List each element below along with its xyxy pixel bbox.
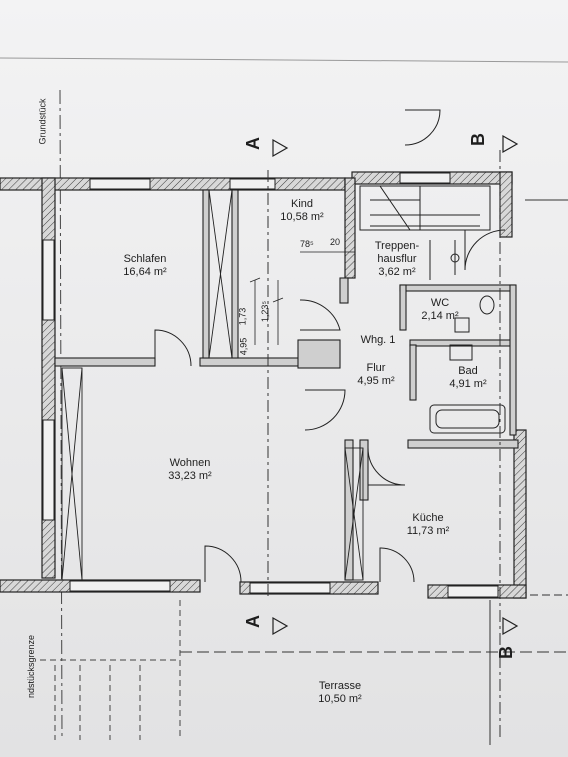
room-name: Bad — [458, 365, 478, 377]
section-lines — [267, 150, 501, 740]
dimension-label: 78⁵ — [300, 239, 314, 249]
room-area: 11,73 m² — [406, 525, 450, 537]
dimension-label: 1,23⁵ — [260, 300, 271, 323]
room-name: WC — [430, 297, 450, 309]
room-name: Wohnen — [169, 457, 211, 469]
room-name: Terrasse — [318, 680, 362, 692]
room-bad: Bad 4,91 m² — [438, 365, 498, 391]
room-name: Schlafen — [123, 253, 167, 265]
room-area: 3,62 m² — [378, 266, 416, 278]
dimension-label: 20 — [330, 237, 341, 247]
room-name: Flur — [366, 362, 386, 374]
room-area: 10,58 m² — [280, 211, 324, 223]
room-schlafen: Schlafen 16,64 m² — [105, 253, 185, 279]
bathroom-fixtures — [429, 295, 506, 434]
doors — [154, 109, 506, 583]
windows — [42, 172, 499, 598]
room-treppenhausflur: Treppen- hausflur 3,62 m² — [357, 240, 437, 279]
room-name: Kind — [290, 198, 314, 210]
room-area: 4,91 m² — [449, 378, 487, 390]
terrace-steps — [40, 600, 181, 740]
section-mark-a-top: A — [243, 137, 263, 150]
room-kueche: Küche 11,73 m² — [388, 512, 468, 538]
room-area: 2,14 m² — [421, 310, 459, 322]
room-wc: WC 2,14 m² — [410, 297, 470, 323]
property-line-left — [59, 89, 63, 741]
room-area: 16,64 m² — [123, 266, 167, 278]
interior-walls — [54, 189, 519, 581]
room-area: 10,50 m² — [318, 693, 362, 705]
dimension-label: 1,73 — [237, 307, 248, 326]
room-name: Küche — [412, 512, 444, 524]
staircase — [359, 185, 491, 280]
room-kind: Kind 10,58 m² — [262, 198, 342, 224]
unit-label: Whg. 1 — [360, 334, 396, 346]
section-mark-a-bottom: A — [243, 615, 263, 628]
room-terrasse: Terrasse 10,50 m² — [300, 680, 380, 706]
room-area: 4,95 m² — [357, 375, 395, 387]
section-arrows — [272, 134, 519, 636]
section-mark-b-bottom: B — [496, 646, 516, 659]
room-wohnen: Wohnen 33,23 m² — [150, 457, 230, 483]
room-name-2: hausflur — [377, 253, 417, 265]
dimension-lines — [249, 251, 355, 345]
wardrobes — [61, 189, 364, 581]
room-name: Treppen- — [374, 240, 420, 252]
boundary-label-bottom: ndstücksgrenze — [26, 634, 37, 699]
dimension-label: 4,95 — [238, 337, 249, 356]
boundary-label-top: Grundstück — [37, 98, 48, 145]
room-area: 33,23 m² — [168, 470, 212, 482]
room-flur: Flur 4,95 m² — [346, 362, 406, 388]
section-mark-b-top: B — [468, 133, 488, 146]
